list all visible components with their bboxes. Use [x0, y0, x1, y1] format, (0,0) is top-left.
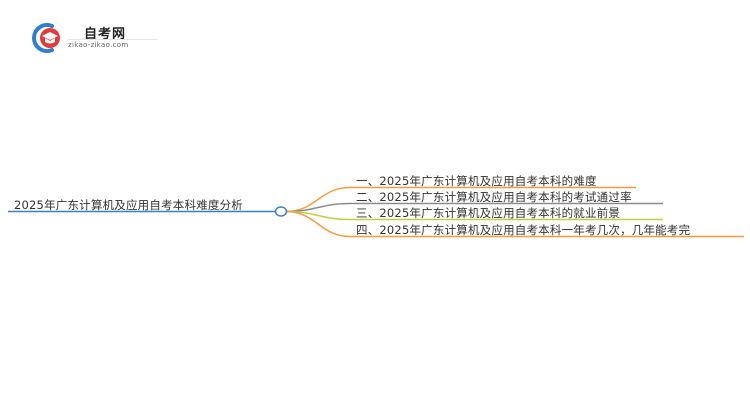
branch-connector-4 — [285, 210, 744, 238]
site-logo[interactable]: 自考网 zikao-zikao.com — [30, 20, 158, 56]
logo-divider — [68, 39, 158, 40]
graduation-cap-icon — [32, 23, 60, 53]
logo-title: 自考网 — [84, 27, 127, 42]
branch-topic-3[interactable]: 三、2025年广东计算机及应用自考本科的就业前景 — [356, 206, 621, 220]
branch-topic-4[interactable]: 四、2025年广东计算机及应用自考本科一年考几次，几年能考完 — [356, 223, 691, 237]
root-node-circle[interactable] — [274, 206, 288, 217]
logo-url: zikao-zikao.com — [68, 41, 129, 49]
root-topic[interactable]: 2025年广东计算机及应用自考本科难度分析 — [14, 198, 243, 212]
branch-topic-2[interactable]: 二、2025年广东计算机及应用自考本科的考试通过率 — [356, 190, 632, 204]
branch-topic-1[interactable]: 一、2025年广东计算机及应用自考本科的难度 — [356, 174, 597, 188]
